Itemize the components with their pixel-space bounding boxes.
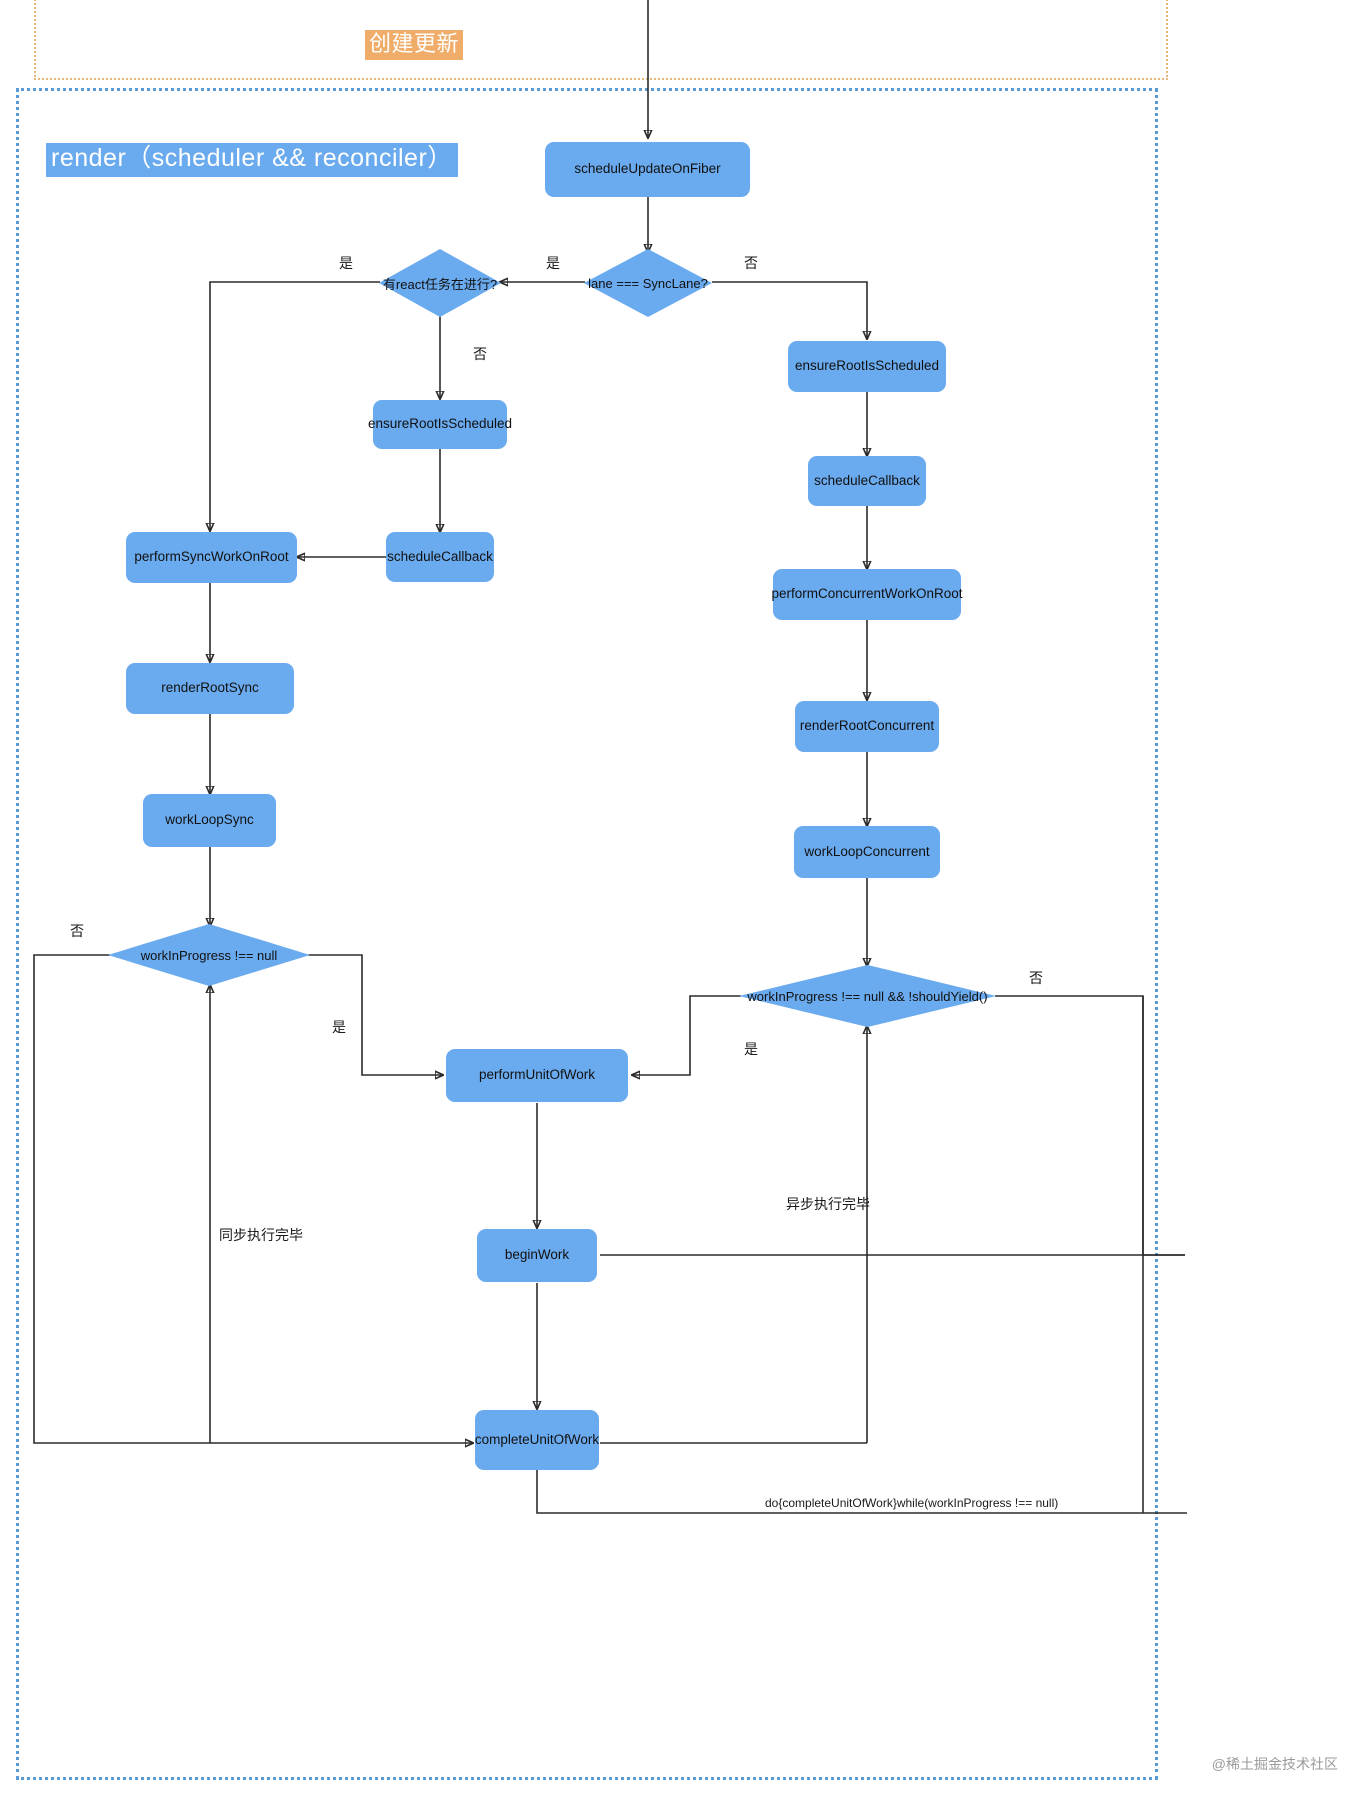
node-work-loop-concurrent[interactable]: workLoopConcurrent (794, 826, 940, 878)
decision-work-in-progress-not-null[interactable]: workInProgress !== null (108, 924, 310, 986)
node-ensure-root-is-scheduled-right[interactable]: ensureRootIsScheduled (788, 341, 946, 392)
node-complete-unit-of-work[interactable]: completeUnitOfWork (475, 1410, 599, 1470)
node-perform-unit-of-work[interactable]: performUnitOfWork (446, 1049, 628, 1102)
node-render-root-sync[interactable]: renderRootSync (126, 663, 294, 714)
node-perform-concurrent-work-on-root[interactable]: performConcurrentWorkOnRoot (771, 569, 963, 620)
edge-label-sync-lane-yes: 是 (546, 255, 560, 271)
decision-label: workInProgress !== null && !shouldYield(… (747, 988, 988, 1004)
edge-label-sync-lane-no: 否 (744, 255, 758, 271)
edge-label-has-task-no: 否 (473, 346, 487, 362)
decision-label: 有react任务在进行? (382, 276, 498, 292)
decision-label: workInProgress !== null (140, 947, 278, 963)
node-ensure-root-is-scheduled-left[interactable]: ensureRootIsScheduled (368, 400, 512, 449)
node-begin-work[interactable]: beginWork (477, 1229, 597, 1282)
group-title-create-update: 创建更新 (365, 30, 464, 60)
edge-label-sync-done: 同步执行完毕 (219, 1227, 303, 1243)
node-work-loop-sync[interactable]: workLoopSync (143, 794, 276, 847)
node-render-root-concurrent[interactable]: renderRootConcurrent (795, 701, 939, 752)
decision-label: lane === SyncLane? (588, 275, 708, 291)
node-schedule-callback-right[interactable]: scheduleCallback (808, 456, 926, 506)
node-schedule-update-on-fiber[interactable]: scheduleUpdateOnFiber (545, 142, 750, 197)
edge-label-has-task-yes: 是 (339, 255, 353, 271)
edge-label-async-done: 异步执行完毕 (786, 1196, 870, 1212)
edge-label-wip-concurrent-no: 否 (1029, 970, 1043, 986)
decision-lane-is-sync-lane[interactable]: lane === SyncLane? (584, 249, 712, 317)
node-perform-sync-work-on-root[interactable]: performSyncWorkOnRoot (126, 532, 297, 583)
decision-work-in-progress-and-should-yield[interactable]: workInProgress !== null && !shouldYield(… (739, 965, 996, 1027)
group-render (16, 88, 1158, 1780)
edge-label-wip-sync-yes: 是 (332, 1019, 346, 1035)
group-title-render: render（scheduler && reconciler） (46, 143, 458, 177)
decision-has-react-task[interactable]: 有react任务在进行? (379, 249, 501, 317)
node-schedule-callback-left[interactable]: scheduleCallback (386, 532, 494, 582)
edge-label-wip-concurrent-yes: 是 (744, 1041, 758, 1057)
edge-label-do-while: do{completeUnitOfWork}while(workInProgre… (765, 1496, 1059, 1510)
edge-label-wip-sync-no: 否 (70, 923, 84, 939)
watermark: @稀土掘金技术社区 (1211, 1756, 1338, 1772)
group-create-update (34, 0, 1168, 80)
